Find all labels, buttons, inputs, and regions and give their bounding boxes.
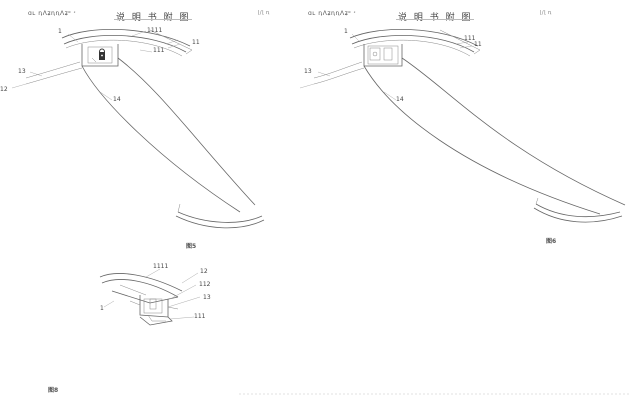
header-page: ɭ/ɭ ꞑ: [258, 10, 270, 16]
ref-label: 111: [464, 35, 476, 42]
header-title: 说 明 书 附 图: [398, 13, 473, 23]
header-page: ɭ/ɭ ꞑ: [540, 10, 552, 16]
ref-label: 13: [203, 294, 211, 301]
ref-label: 12: [0, 86, 8, 93]
keyhole-icon: [99, 48, 105, 60]
figure-caption: 图6: [546, 238, 557, 245]
ref-label: 111: [153, 47, 165, 54]
patent-figure-8-drawing: [99, 268, 201, 326]
ref-label: 14: [113, 96, 121, 103]
figure-caption: 图8: [48, 387, 59, 394]
header-document-code: ɑʟ ꞑɅʑꞑꞑɅʑᵒ ʴ: [28, 10, 76, 17]
header-rule: [114, 19, 192, 20]
ref-label: 112: [199, 281, 211, 288]
ref-label: 13: [18, 68, 26, 75]
ref-label: 1: [100, 305, 104, 312]
ref-label: 11: [474, 41, 482, 48]
patent-figure-6-drawing: [300, 29, 626, 223]
drawing-sheet-right: ɑʟ ꞑɅʑꞑꞑɅʑᵒ ʴ 说 明 书 附 图 ɭ/ɭ ꞑ 1 111 11 1…: [300, 0, 630, 260]
drawing-sheet-bottom: 1111 12 112 13 111 1 图8: [0, 255, 300, 400]
ref-label: 1: [58, 28, 62, 35]
ref-label: 1111: [153, 263, 169, 270]
ref-label: 1: [344, 28, 348, 35]
patent-figure-5-drawing: [11, 29, 265, 229]
ref-label: 111: [194, 313, 206, 320]
drawing-sheet-left: ɑʟ ꞑɅʑꞑꞑɅʑᵒ ʴ 说 明 书 附 图 ɭ/ɭ ꞑ: [0, 0, 300, 260]
ref-label: 13: [304, 68, 312, 75]
ref-label: 11: [192, 39, 200, 46]
dotted-border-strip: [238, 392, 630, 397]
ref-label: 12: [200, 268, 208, 275]
header-document-code: ɑʟ ꞑɅʑꞑꞑɅʑᵒ ʴ: [308, 10, 356, 17]
header-rule: [396, 19, 474, 20]
figure-caption: 图5: [186, 243, 197, 250]
ref-label: 14: [396, 96, 404, 103]
ref-label: 1111: [147, 27, 163, 34]
header-title: 说 明 书 附 图: [116, 13, 191, 23]
